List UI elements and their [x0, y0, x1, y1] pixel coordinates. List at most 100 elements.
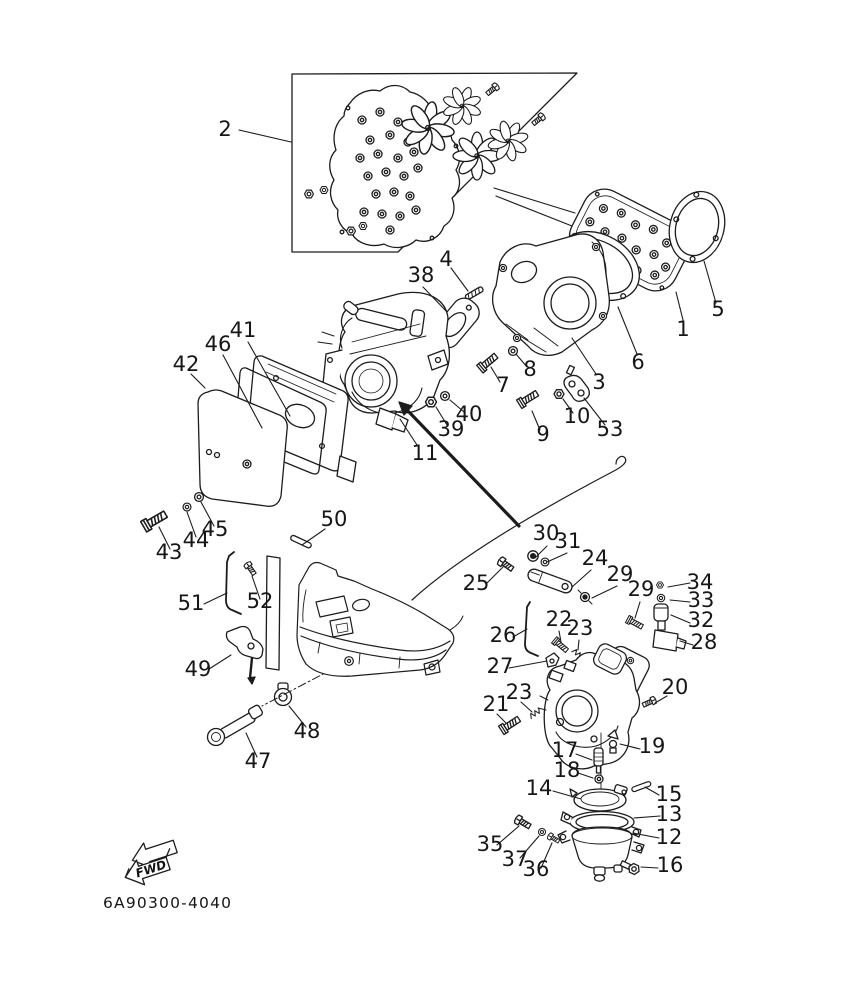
gasket-outer — [668, 190, 726, 264]
part-code: 6A90300-4040 — [103, 894, 232, 912]
nut-34 — [656, 581, 664, 589]
callout-49: 49 — [185, 657, 212, 681]
ring-18 — [594, 774, 604, 784]
rod-26 — [524, 601, 539, 657]
grommet-48 — [273, 682, 293, 707]
callout-17: 17 — [552, 738, 579, 762]
float-pin-15 — [630, 780, 652, 793]
callout-29b: 29 — [628, 577, 655, 601]
callout-26: 26 — [490, 623, 517, 647]
carburetor-detail — [497, 643, 658, 770]
callout-3: 3 — [592, 370, 605, 394]
callout-53: 53 — [597, 417, 624, 441]
fasteners-manifold — [424, 345, 590, 410]
pump-cover — [592, 643, 628, 675]
callout-7: 7 — [496, 373, 509, 397]
callout-33: 33 — [688, 588, 715, 612]
fitting-28 — [652, 620, 687, 652]
callout-2: 2 — [218, 117, 231, 141]
nut-39 — [424, 396, 438, 408]
screw-20 — [640, 695, 658, 710]
callout-8: 8 — [523, 357, 536, 381]
callout-27: 27 — [487, 654, 514, 678]
washer-45 — [193, 491, 205, 503]
callout-52: 52 — [247, 589, 274, 613]
lever-49 — [225, 625, 264, 685]
carburetor-pointer-arrow — [398, 401, 521, 528]
callout-24: 24 — [582, 546, 609, 570]
silencer-cover — [197, 389, 288, 507]
callout-11: 11 — [412, 441, 439, 465]
callout-23b: 23 — [506, 680, 533, 704]
callout-30: 30 — [533, 521, 560, 545]
throttle-linkage — [495, 550, 593, 668]
callout-19: 19 — [639, 734, 666, 758]
bracket-strip — [265, 555, 281, 671]
float-bowl-12 — [557, 826, 645, 882]
screw-52 — [242, 560, 259, 578]
callout-5: 5 — [711, 297, 724, 321]
callout-43: 43 — [156, 540, 183, 564]
main-nozzle-17 — [593, 747, 604, 774]
callout-20: 20 — [662, 675, 689, 699]
callout-42: 42 — [173, 352, 200, 376]
clamp-53 — [563, 364, 590, 402]
callout-labels: 2 38 4 5 1 6 3 8 7 40 39 10 9 53 11 41 4… — [156, 117, 725, 881]
callout-4: 4 — [439, 247, 452, 271]
callout-15: 15 — [656, 782, 683, 806]
choke-fitting — [624, 581, 687, 652]
bottom-cowling — [296, 561, 464, 677]
callout-31: 31 — [555, 529, 582, 553]
callout-34: 34 — [687, 570, 714, 594]
callout-10: 10 — [564, 404, 591, 428]
callout-36: 36 — [523, 857, 550, 881]
reed-valve-set-box — [291, 72, 578, 253]
float-system — [512, 729, 652, 882]
bolt-9 — [515, 388, 541, 410]
callout-44: 44 — [183, 528, 210, 552]
callout-40: 40 — [456, 402, 483, 426]
intake-manifold — [491, 233, 610, 357]
leader-lines — [158, 129, 717, 869]
detail-divider-line — [411, 455, 627, 601]
washer-40 — [439, 390, 451, 402]
link-rod-47 — [206, 704, 263, 747]
callout-6: 6 — [631, 350, 644, 374]
callout-22: 22 — [546, 607, 573, 631]
washer-33 — [656, 593, 666, 603]
callout-21: 21 — [483, 692, 510, 716]
callout-35: 35 — [477, 832, 504, 856]
callout-13: 13 — [656, 802, 683, 826]
fwd-arrow — [124, 839, 178, 886]
washer-44 — [182, 502, 192, 512]
silencer-gasket — [234, 367, 327, 475]
callout-37: 37 — [502, 847, 529, 871]
callout-38: 38 — [408, 263, 435, 287]
float-14 — [569, 784, 628, 812]
callout-32: 32 — [688, 608, 715, 632]
reed-plate-holes — [339, 105, 459, 241]
washer-37 — [537, 827, 547, 837]
callout-28: 28 — [691, 630, 718, 654]
clip-27 — [545, 652, 560, 668]
callout-23a: 23 — [567, 616, 594, 640]
callout-29a: 29 — [607, 562, 634, 586]
callout-45: 45 — [202, 517, 229, 541]
nut-10 — [553, 389, 565, 399]
callout-9: 9 — [536, 422, 549, 446]
callout-25: 25 — [463, 571, 490, 595]
bolt-43 — [139, 508, 170, 533]
pin-50 — [289, 533, 313, 550]
needle-valve-19 — [607, 729, 619, 754]
callout-51: 51 — [178, 591, 205, 615]
callout-50: 50 — [321, 507, 348, 531]
bolt-21 — [497, 714, 523, 736]
spring-23b — [528, 707, 542, 720]
drain-bolt-16 — [619, 860, 640, 876]
callout-48: 48 — [294, 719, 321, 743]
pointer-lines — [493, 187, 576, 227]
callout-12: 12 — [656, 825, 683, 849]
bolt-7 — [476, 351, 500, 374]
